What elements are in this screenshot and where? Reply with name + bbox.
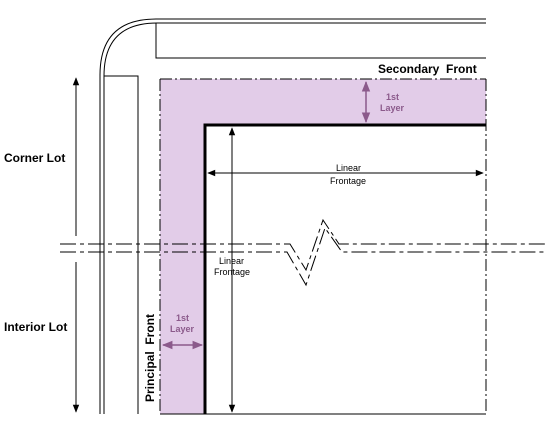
corner-lot-label: Corner Lot [4, 151, 65, 165]
principal-front-label: Principal Front [143, 314, 157, 402]
layer-left-line2: Layer [170, 324, 195, 334]
first-layer-area [160, 79, 486, 414]
sidewalk-top [155, 23, 486, 59]
frontage-horizontal-line1: Linear [336, 163, 361, 173]
frontage-vertical-line1: Linear [219, 256, 244, 266]
secondary-front-label: Secondary Front [378, 62, 477, 76]
building-facade [203, 123, 486, 414]
break-line [60, 218, 546, 287]
sidewalk-left [104, 75, 139, 414]
frontage-horizontal-line2: Frontage [330, 176, 366, 186]
layer-top-line2: Layer [380, 103, 405, 113]
street-edge-inner [103, 22, 486, 414]
layer-left-line1: 1st [176, 313, 189, 323]
street-edge-outer [99, 18, 486, 414]
layer-top-line1: 1st [386, 92, 399, 102]
interior-lot-label: Interior Lot [4, 320, 67, 334]
frontage-vertical-line2: Frontage [214, 267, 250, 277]
